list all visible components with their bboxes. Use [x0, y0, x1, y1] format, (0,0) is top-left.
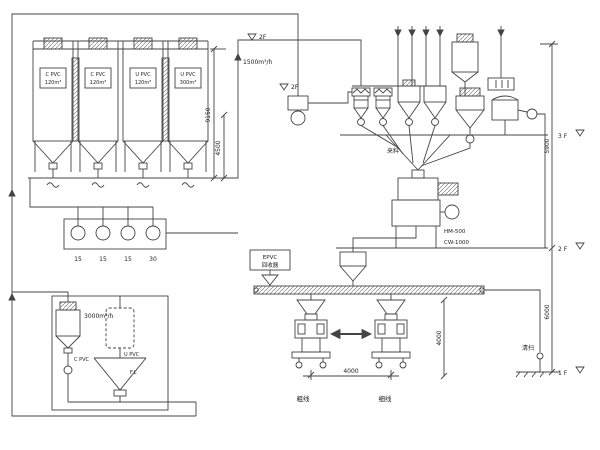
floor-level-label: F.L [130, 370, 137, 376]
right-equipment [420, 33, 546, 248]
station-right-label: 细线 [379, 394, 393, 403]
storage-silos [32, 37, 209, 188]
silo-3-name: U PVC [135, 72, 151, 78]
weigh-bin-1 [397, 79, 421, 164]
blower-2-power: 15 [99, 256, 107, 263]
silo-dimension-lines [210, 45, 228, 182]
cleaning-label: 清扫 [522, 344, 534, 352]
pneumatic-conveying-piping [8, 13, 362, 417]
dim-station-span: 4000 [343, 368, 358, 375]
dim-right-lower: 6000 [544, 304, 551, 319]
silo-2-capacity: 120m³ [90, 80, 106, 86]
floor-marker-2f [575, 242, 585, 250]
mixer-top-model: HM-500 [444, 229, 466, 235]
dim-silo-height: 9150 [205, 107, 212, 122]
blower-1-power: 15 [74, 256, 82, 263]
small-filter-silo [55, 301, 81, 402]
mixer-bottom-model: CW-1000 [444, 240, 470, 246]
shuttle-arrow [329, 328, 373, 340]
mixer-unit [336, 177, 548, 249]
dim-station-height: 4000 [436, 330, 443, 345]
blower-3-power: 15 [124, 256, 132, 263]
bottom-tank-left-label: C PVC [74, 357, 90, 363]
flex-coupling [46, 182, 60, 188]
vibrating-screen-1 [351, 87, 398, 148]
floor-1f-label: 1 F [558, 370, 568, 377]
right-dimension-lines [515, 40, 560, 378]
control-box [487, 77, 515, 91]
floor-marker-2f-b [279, 83, 289, 91]
bag-dump [105, 296, 135, 358]
epvc-recycler [249, 249, 291, 286]
floor-marker-2f-a [247, 33, 257, 41]
silo-4-capacity: 300m³ [180, 80, 196, 86]
screw-conveyor [253, 285, 485, 295]
weigh-station-left [291, 299, 331, 369]
conveyor-section [249, 226, 485, 300]
additive-tank [491, 95, 519, 135]
floor-marker-2f-a-label: 2F [259, 34, 267, 41]
silo-4-name: U PVC [180, 72, 196, 78]
flex-coupling [91, 182, 105, 188]
floor-marker-1f [575, 366, 585, 374]
floor-2f-label: 2 F [558, 246, 568, 253]
collecting-cone [385, 134, 451, 179]
floor-marker-2f-b-label: 2F [291, 84, 299, 91]
recycle-hopper [68, 357, 196, 403]
roots-blowers [29, 178, 167, 250]
silo-1 [32, 37, 74, 178]
vent-arrows [394, 26, 505, 86]
silo-3-capacity: 120m³ [135, 80, 151, 86]
silo-3 [122, 37, 164, 178]
cleaning-line [484, 289, 544, 372]
fill-line-flow-label: 1500m³/h [243, 59, 273, 66]
weigh-station-right [371, 299, 411, 369]
station-left-label: 粗线 [297, 394, 311, 403]
floor-marker-3f [575, 129, 585, 137]
fill-line-receiver [287, 91, 352, 126]
silo-2 [77, 37, 119, 178]
recycler-label-line1: EPVC [263, 255, 278, 261]
silo-4 [167, 37, 209, 178]
ladder-1 [71, 57, 80, 142]
station-dimensions [303, 296, 448, 380]
weigh-bin-2 [422, 85, 447, 164]
dim-silo-cone: 4500 [215, 140, 222, 155]
bottom-tank-right-label: U PVC [124, 352, 140, 358]
surge-hopper [339, 251, 367, 286]
day-bins-and-screens [340, 79, 548, 179]
side-blower [517, 108, 546, 248]
additive-silo [451, 33, 479, 96]
silo-1-name: C PVC [45, 72, 61, 78]
incoming-material-label: 来料 [387, 147, 399, 155]
floor-3f-label: 3 F [558, 133, 568, 140]
ladder-2 [161, 57, 170, 142]
silo-2-name: C PVC [90, 72, 106, 78]
recycle-room [51, 295, 196, 411]
blower-4-power: 30 [149, 256, 157, 263]
cyclone-separator [420, 87, 485, 167]
flex-coupling [181, 182, 195, 188]
recycle-flow-label: 3000m³/h [84, 313, 114, 320]
recycler-label-line2: 回收器 [262, 261, 279, 269]
dim-right-upper: 5900 [544, 138, 551, 153]
vibrating-screen-2 [373, 87, 404, 155]
flex-coupling [136, 182, 150, 188]
silo-1-capacity: 120m³ [45, 80, 61, 86]
